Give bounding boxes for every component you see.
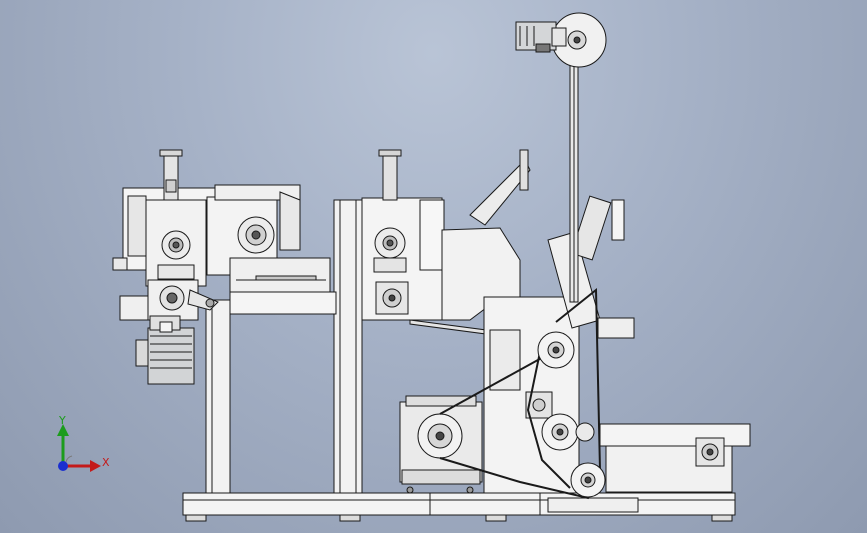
x-axis-arrowhead	[90, 460, 101, 472]
y-axis-label: Y	[59, 414, 66, 427]
main-motor[interactable]	[135, 315, 195, 385]
right-outboard-table	[547, 423, 751, 513]
y-axis-arrowhead	[57, 424, 69, 436]
lower-gearbox[interactable]	[399, 395, 483, 494]
left-frame-columns	[205, 199, 363, 494]
top-drive-motor[interactable]	[515, 12, 607, 68]
center-roller-block	[206, 184, 337, 315]
z-axis-origin	[58, 461, 68, 471]
pulleys	[537, 331, 606, 498]
x-axis-label: X	[102, 456, 110, 469]
middle-roller-station	[361, 149, 445, 321]
